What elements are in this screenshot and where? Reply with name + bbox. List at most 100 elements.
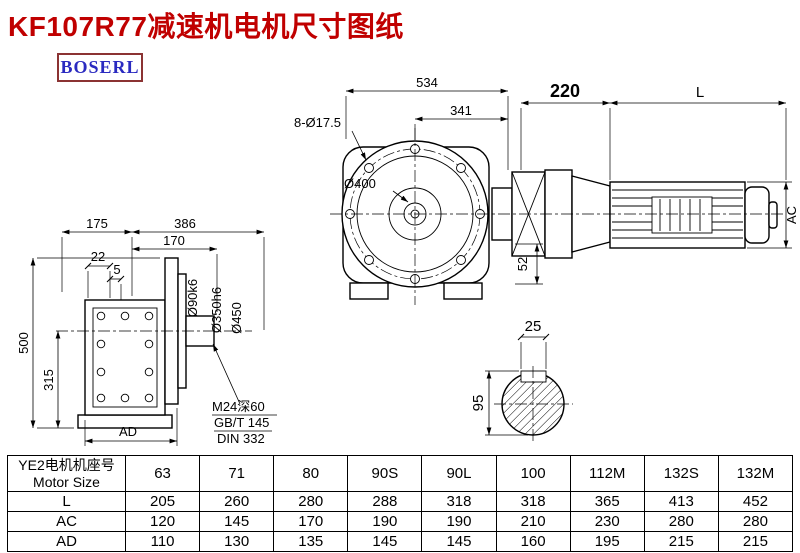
dim-25-label: 25 [525, 318, 542, 335]
cell: 110 [124, 531, 201, 552]
cell: 413 [643, 491, 719, 512]
dim-AD-label: AD [119, 424, 137, 439]
size-column-header: 90L [421, 455, 497, 492]
motor-terminal-box [651, 196, 713, 234]
cell: 215 [717, 531, 794, 552]
dim-170-label: 170 [163, 233, 185, 248]
motor-size-header-cell: YE2电机机座号 Motor Size [7, 455, 126, 492]
motor-end-cap [744, 186, 770, 244]
cell: 280 [643, 511, 719, 532]
cell: 365 [569, 491, 645, 512]
dim-25: 25 [517, 318, 550, 369]
dim-220: 220 [520, 81, 611, 180]
dim-52: 52 [515, 243, 543, 285]
dim-386: 386 [132, 216, 265, 330]
flange-circle-label: Ø400 [344, 176, 376, 191]
brand-logo: BOSERL [57, 53, 143, 82]
dim-95-label: 95 [470, 395, 487, 412]
cell: 215 [643, 531, 719, 552]
dim-170: 170 [132, 233, 218, 312]
size-column-header: 80 [273, 455, 349, 492]
shaft-diameter-label: Ø90k6 [185, 279, 200, 317]
dim-95: 95 [470, 370, 528, 436]
flange-bolt-hole [96, 393, 106, 403]
table-row-AD: AD 110 130 135 145 145 160 195 215 215 [7, 531, 794, 552]
flange-bolt-hole [96, 311, 106, 321]
shaft-section-view: 25 95 [470, 318, 573, 444]
cell: 170 [273, 511, 349, 532]
cell: 280 [717, 511, 794, 532]
motor-size-label-cn: YE2电机机座号 [18, 456, 115, 473]
front-center-lines [330, 128, 784, 305]
dim-534-label: 534 [416, 75, 438, 90]
flange-bolt-hole [120, 311, 130, 321]
cell: 120 [124, 511, 201, 532]
bolt-hole [364, 255, 374, 265]
size-column-header: 100 [495, 455, 571, 492]
keyway [520, 370, 547, 383]
dim-AC: AC [747, 181, 799, 249]
flange-bolt-hole [144, 311, 154, 321]
dim-315-label: 315 [41, 369, 56, 391]
cell: 230 [569, 511, 645, 532]
flange-bolt-hole [144, 367, 154, 377]
dim-386-label: 386 [174, 216, 196, 231]
cell: 452 [717, 491, 794, 512]
cell: 190 [421, 511, 497, 532]
cell: 160 [495, 531, 571, 552]
cell: 318 [421, 491, 497, 512]
page-title: KF107R77减速机电机尺寸图纸 [8, 11, 404, 42]
size-column-header: 132S [643, 455, 719, 492]
dim-220-label: 220 [550, 81, 580, 101]
flange-diameter-label: Ø450 [229, 302, 244, 334]
cell: 145 [347, 531, 423, 552]
dim-L: L [610, 84, 787, 180]
dim-5: 5 [106, 262, 125, 300]
row-label: AD [7, 531, 126, 552]
dim-341: 341 [414, 103, 508, 140]
cell: 210 [495, 511, 571, 532]
dim-22: 22 [84, 249, 114, 298]
dim-315: 315 [41, 331, 61, 428]
mounting-foot-left [349, 282, 389, 300]
bolt-holes-label: 8-Ø17.5 [294, 115, 341, 130]
cell: 280 [273, 491, 349, 512]
side-view: 175 386 170 22 [16, 216, 277, 446]
bolt-holes-callout: 8-Ø17.5 [294, 115, 367, 161]
size-column-header: 132M [717, 455, 794, 492]
size-column-header: 90S [347, 455, 423, 492]
dim-AC-label: AC [784, 206, 799, 224]
dim-175: 175 [61, 216, 133, 296]
dim-534: 534 [345, 75, 509, 170]
size-column-header: 71 [199, 455, 275, 492]
row-label: AC [7, 511, 126, 532]
table-header-row: YE2电机机座号 Motor Size 63 71 80 90S 90L 100… [7, 455, 794, 492]
table-row-L: L 205 260 280 288 318 318 365 413 452 [7, 491, 794, 512]
standard-gbt-label: GB/T 145 [214, 415, 269, 430]
mounting-foot-right [443, 282, 483, 300]
tapped-hole-note: M24深60 GB/T 145 DIN 332 [212, 343, 277, 446]
size-column-header: 112M [569, 455, 645, 492]
bolt-hole [456, 255, 466, 265]
dim-52-label: 52 [515, 257, 530, 271]
cell: 130 [199, 531, 275, 552]
dim-5-label: 5 [113, 262, 120, 277]
dim-AD: AD [84, 408, 178, 446]
flange-bolt-hole [120, 393, 130, 403]
cell: 190 [347, 511, 423, 532]
bolt-hole [456, 163, 466, 173]
flange-circle-callout: Ø400 [344, 176, 409, 203]
table-row-AC: AC 120 145 170 190 190 210 230 280 280 [7, 511, 794, 532]
cell: 145 [199, 511, 275, 532]
tapped-hole-label: M24深60 [212, 399, 265, 414]
spigot-diameter-label: Ø350h6 [209, 287, 224, 333]
flange-bolt-hole [96, 339, 106, 349]
row-label: L [7, 491, 126, 512]
flange-block [77, 299, 173, 429]
flange-bolt-hole [144, 339, 154, 349]
cell: 205 [124, 491, 201, 512]
cell: 195 [569, 531, 645, 552]
cell: 318 [495, 491, 571, 512]
